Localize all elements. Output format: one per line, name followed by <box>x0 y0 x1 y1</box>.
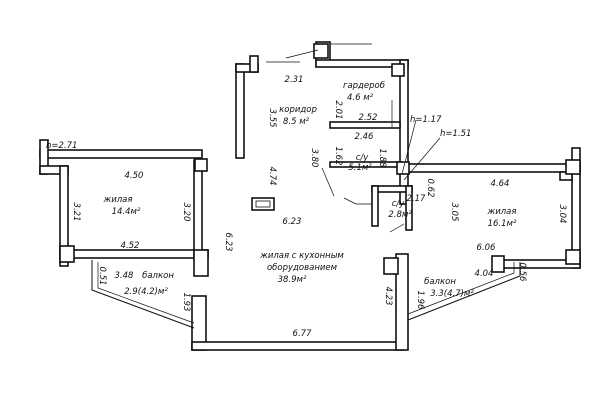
room-name-main-1: жилая с кухонным <box>259 251 344 261</box>
room-area-living-left: 14.4м² <box>112 207 141 217</box>
room-area-corridor: 8.5 м² <box>283 117 310 127</box>
wall-left-top <box>39 149 203 159</box>
dim-1-93: 1.93 <box>181 293 191 312</box>
column-1 <box>194 158 208 172</box>
dim-3-48: 3.48 <box>115 271 135 281</box>
dim-3-21: 3.21 <box>71 203 81 222</box>
column-10 <box>391 63 405 77</box>
column-3 <box>59 245 75 263</box>
wall-bath2-left <box>371 185 379 227</box>
room-name-corridor: коридор <box>279 105 317 115</box>
wall-bath2-right <box>405 185 413 231</box>
column-4 <box>396 161 410 175</box>
height-bath1: h=1.17 <box>410 115 442 125</box>
room-name-bath2: с/у <box>392 199 406 209</box>
room-name-wardrobe: гардероб <box>343 81 385 91</box>
dim-0-56: 0.56 <box>517 263 527 283</box>
dimensions-vertical: 3.55 2.01 1.62 3.80 1.88 4.74 3.21 3.20 … <box>71 101 567 312</box>
room-area-wardrobe: 4.6 м² <box>347 93 374 103</box>
bath1-pipe <box>401 119 417 175</box>
dim-2-01: 2.01 <box>333 101 343 120</box>
room-name-living-right: жилая <box>487 207 517 217</box>
bath-fixture-1 <box>343 197 372 205</box>
dim-4-52: 4.52 <box>121 241 140 251</box>
room-name-bath1: с/у <box>356 153 370 163</box>
bath2-pipe <box>403 137 441 181</box>
column-9 <box>313 43 329 59</box>
room-area-bath2: 2.8м² <box>388 210 412 220</box>
dim-6-77: 6.77 <box>293 329 313 339</box>
walls <box>39 41 581 351</box>
column-11 <box>251 197 275 211</box>
dim-3-04: 3.04 <box>557 205 567 224</box>
column-8 <box>383 257 399 275</box>
bath2-door <box>389 223 405 233</box>
balcony-left-outline <box>91 260 195 329</box>
wall-corridor-shelf <box>329 121 401 129</box>
dim-4-50: 4.50 <box>125 171 144 181</box>
wall-left-partition <box>193 159 203 259</box>
bath1-door <box>321 167 335 197</box>
dim-3-05: 3.05 <box>449 203 459 222</box>
dim-0-62: 0.62 <box>425 179 435 198</box>
room-name-living-left: жилая <box>103 195 133 205</box>
height-bath2: h=1.51 <box>440 129 471 139</box>
dim-1-88: 1.88 <box>377 149 387 169</box>
dim-6-23-b: 6.23 <box>223 233 233 252</box>
column-7 <box>565 249 581 265</box>
column-11-inner <box>255 200 271 208</box>
column-5 <box>491 255 505 273</box>
room-labels: жилая 14.4м² жилая 16.1м² жилая с кухонн… <box>103 81 517 299</box>
dim-1-96: 1.96 <box>415 291 425 311</box>
wall-left-outer-3 <box>59 165 69 267</box>
balcony-right-inner <box>407 262 515 315</box>
dim-6-23-a: 6.23 <box>283 217 302 227</box>
balcony-right-outline <box>407 262 521 321</box>
dim-4-04: 4.04 <box>475 269 494 279</box>
door-swing-top <box>285 49 319 59</box>
height-marks: h=2.71 h=1.17 h=1.51 <box>46 115 471 151</box>
wall-top-nub <box>249 55 259 73</box>
column-2 <box>193 249 209 277</box>
column-6 <box>565 159 581 175</box>
detail-lines <box>48 43 441 233</box>
wall-left-bottom <box>59 249 209 259</box>
room-area-bath1: 5.1м² <box>348 163 372 173</box>
dim-2-46: 2.46 <box>355 132 375 142</box>
dim-4-23: 4.23 <box>383 287 393 306</box>
balconies <box>91 260 521 329</box>
wall-bottom <box>191 341 405 351</box>
dim-2-52: 2.52 <box>359 113 378 123</box>
dim-1-62: 1.62 <box>333 147 343 166</box>
room-name-balcony-right: балкон <box>424 277 456 287</box>
wall-right-top <box>399 163 581 173</box>
wall-corridor-left <box>235 63 245 159</box>
height-left: h=2.71 <box>46 141 77 151</box>
room-name-main-2: оборудованием <box>267 263 338 273</box>
dim-0-51: 0.51 <box>97 267 107 286</box>
dim-4-74: 4.74 <box>267 167 277 186</box>
dim-3-55: 3.55 <box>267 109 277 128</box>
dim-4-64: 4.64 <box>491 179 510 189</box>
dim-2-17: 2.17 <box>407 194 427 204</box>
columns <box>59 43 581 277</box>
dim-3-20: 3.20 <box>181 203 191 222</box>
dim-3-80: 3.80 <box>309 149 319 168</box>
wall-bottom-right-col <box>395 253 409 351</box>
room-area-balcony-left: 2.9(4.2)м² <box>124 287 168 297</box>
room-area-balcony-right: 3.3(4.7)м² <box>430 289 474 299</box>
dim-2-31: 2.31 <box>285 75 304 85</box>
room-area-main: 38.9м² <box>278 275 307 285</box>
balcony-left-inner <box>97 262 195 324</box>
dimensions-horizontal: 2.31 2.52 2.46 4.50 4.52 6.23 3.48 4.64 … <box>115 75 510 339</box>
dim-6-06: 6.06 <box>477 243 497 253</box>
room-name-balcony-left: балкон <box>142 271 174 281</box>
room-area-living-right: 16.1м² <box>488 219 517 229</box>
